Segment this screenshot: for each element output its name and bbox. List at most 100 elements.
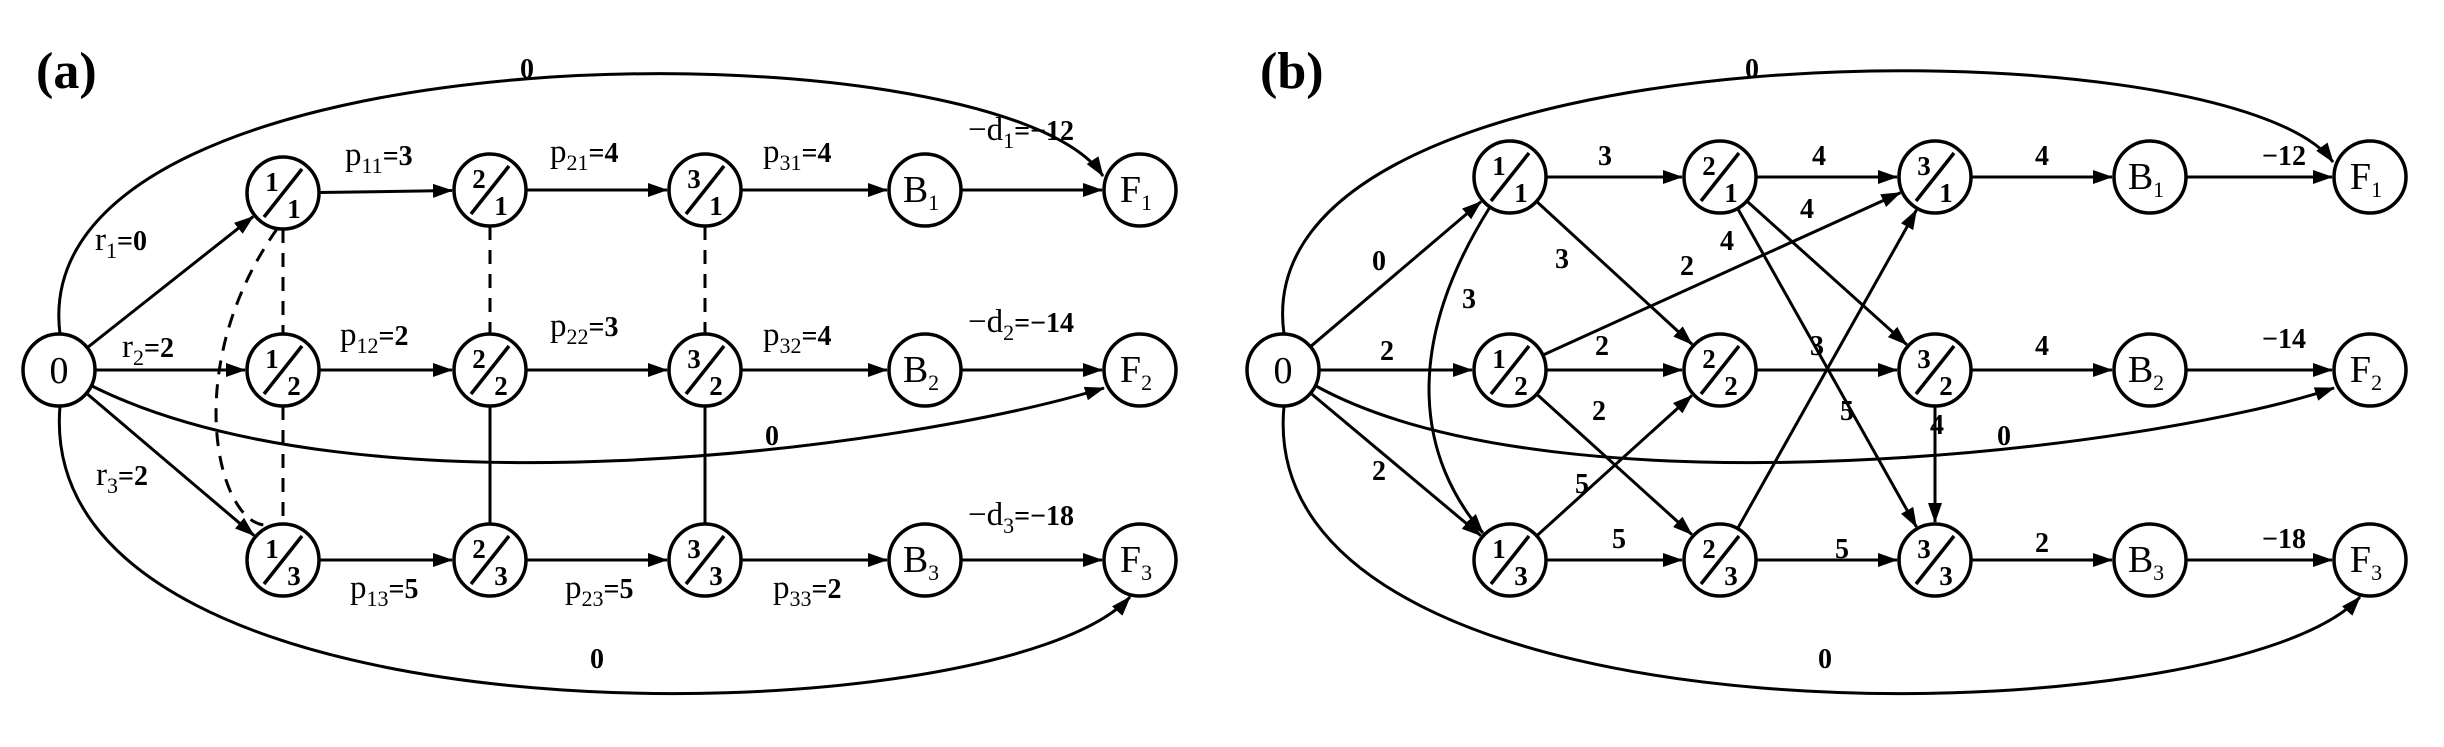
edge-label-n31-B1: 4	[2035, 141, 2049, 172]
node-label-F3: F3	[2350, 539, 2382, 585]
node-B2: B2	[887, 332, 963, 408]
edge-label-S-F2: 0	[765, 421, 779, 452]
node-den-n23: 3	[494, 561, 508, 591]
node-den-n31: 1	[709, 191, 723, 221]
edge-label-n13-n23: p13=5	[350, 570, 418, 611]
node-n12: 12	[1472, 332, 1548, 408]
node-n31: 31	[667, 152, 743, 228]
edge-n11-n13	[1427, 206, 1492, 534]
node-den-n11: 1	[287, 194, 301, 224]
edge-label-n32-B2: p32=4	[763, 317, 831, 358]
node-n11: 11	[245, 155, 321, 231]
edge-S-F3	[1281, 405, 2362, 695]
edge-label-S-n13: r3=2	[96, 457, 148, 498]
edge-label-n23-n31: 5	[1840, 396, 1854, 427]
node-B2: B2	[2112, 332, 2188, 408]
node-B1: B1	[2112, 139, 2188, 215]
node-n33: 33	[667, 522, 743, 598]
node-B3: B3	[2112, 522, 2188, 598]
node-num-n33: 3	[1917, 534, 1931, 564]
node-den-n32: 2	[1939, 371, 1953, 401]
node-num-n22: 2	[1702, 344, 1716, 374]
edge-label-B3-F3: −18	[2262, 524, 2306, 555]
panel-label-b: (b)	[1260, 43, 1324, 100]
node-label-B1: B1	[2128, 156, 2164, 202]
node-label-F2: F2	[1120, 349, 1152, 395]
node-label-F1: F1	[2350, 156, 2382, 202]
edge-label-n13-n23: 5	[1612, 524, 1626, 555]
node-den-n21: 1	[1724, 178, 1738, 208]
node-label-B1: B1	[903, 169, 939, 215]
node-num-n13: 1	[265, 534, 279, 564]
edge-label-n12-n22: 2	[1595, 331, 1609, 362]
edge-S-F2	[91, 384, 1105, 465]
edge-S-F1	[1281, 69, 2335, 335]
edge-S-n11	[86, 215, 255, 349]
node-label-F3: F3	[1120, 539, 1152, 585]
node-label-B3: B3	[903, 539, 939, 585]
edge-label-n12-n31: 2	[1680, 251, 1694, 282]
edge-label-n23-n33: p23=5	[565, 570, 633, 611]
node-n13: 13	[245, 522, 321, 598]
edge-n23-n31	[1736, 209, 1918, 530]
edge-label-n21-n31: 4	[1812, 141, 1826, 172]
edge-label-S-n13: 2	[1372, 456, 1386, 487]
edge-label-n21-n33: 4	[1720, 226, 1734, 257]
node-S: 0	[21, 332, 97, 408]
edge-label-S-n11: 0	[1372, 246, 1386, 277]
node-F2: F2	[2332, 332, 2408, 408]
edge-label-n11-n13: 3	[1462, 284, 1476, 315]
node-num-n23: 2	[472, 534, 486, 564]
node-n32: 32	[1897, 332, 1973, 408]
node-den-n31: 1	[1939, 178, 1953, 208]
node-den-n12: 2	[287, 371, 301, 401]
node-n22: 22	[452, 332, 528, 408]
edge-label-n13-n22: 5	[1575, 469, 1589, 500]
edge-label-S-F2: 0	[1997, 421, 2011, 452]
edge-n11-n22	[1535, 200, 1694, 346]
node-F3: F3	[1102, 522, 1178, 598]
node-B1: B1	[887, 152, 963, 228]
node-n31: 31	[1897, 139, 1973, 215]
node-num-n21: 2	[1702, 151, 1716, 181]
node-num-n13: 1	[1492, 534, 1506, 564]
panel-label-a: (a)	[36, 43, 97, 100]
node-num-n32: 3	[687, 344, 701, 374]
edge-S-n13	[85, 392, 255, 537]
node-num-n12: 1	[1492, 344, 1506, 374]
edge-n13-n22	[1535, 394, 1693, 537]
edge-label-n23-n33: 5	[1835, 534, 1849, 565]
node-F2: F2	[1102, 332, 1178, 408]
node-label-B2: B2	[903, 349, 939, 395]
edge-label-B3-F3: −d3=−18	[968, 497, 1074, 538]
node-n11: 11	[1472, 139, 1548, 215]
node-F1: F1	[2332, 139, 2408, 215]
node-S: 0	[1245, 332, 1321, 408]
edge-label-B1-F1: −12	[2262, 141, 2306, 172]
node-B3: B3	[887, 522, 963, 598]
node-num-n23: 2	[1702, 534, 1716, 564]
edge-label-S-n11: r1=0	[95, 222, 147, 263]
node-num-n32: 3	[1917, 344, 1931, 374]
edge-S-n13	[1309, 391, 1482, 537]
edge-S-F3	[58, 405, 1132, 696]
node-den-n33: 3	[709, 561, 723, 591]
edge-label-n22-n32: p22=3	[550, 308, 618, 349]
node-den-n13: 3	[1514, 561, 1528, 591]
node-den-n21: 1	[494, 191, 508, 221]
node-n32: 32	[667, 332, 743, 408]
node-n12: 12	[245, 332, 321, 408]
node-num-n12: 1	[265, 344, 279, 374]
edge-label-n21-n32: 4	[1800, 194, 1814, 225]
edge-S-F1	[57, 72, 1105, 335]
node-label-B2: B2	[2128, 349, 2164, 395]
node-den-n13: 3	[287, 561, 301, 591]
edge-label-n32-n33: 4	[1930, 410, 1944, 441]
node-den-n33: 3	[1939, 561, 1953, 591]
node-den-n11: 1	[1514, 178, 1528, 208]
edge-label-n21-n31: p21=4	[550, 134, 618, 175]
node-num-n11: 1	[265, 167, 279, 197]
